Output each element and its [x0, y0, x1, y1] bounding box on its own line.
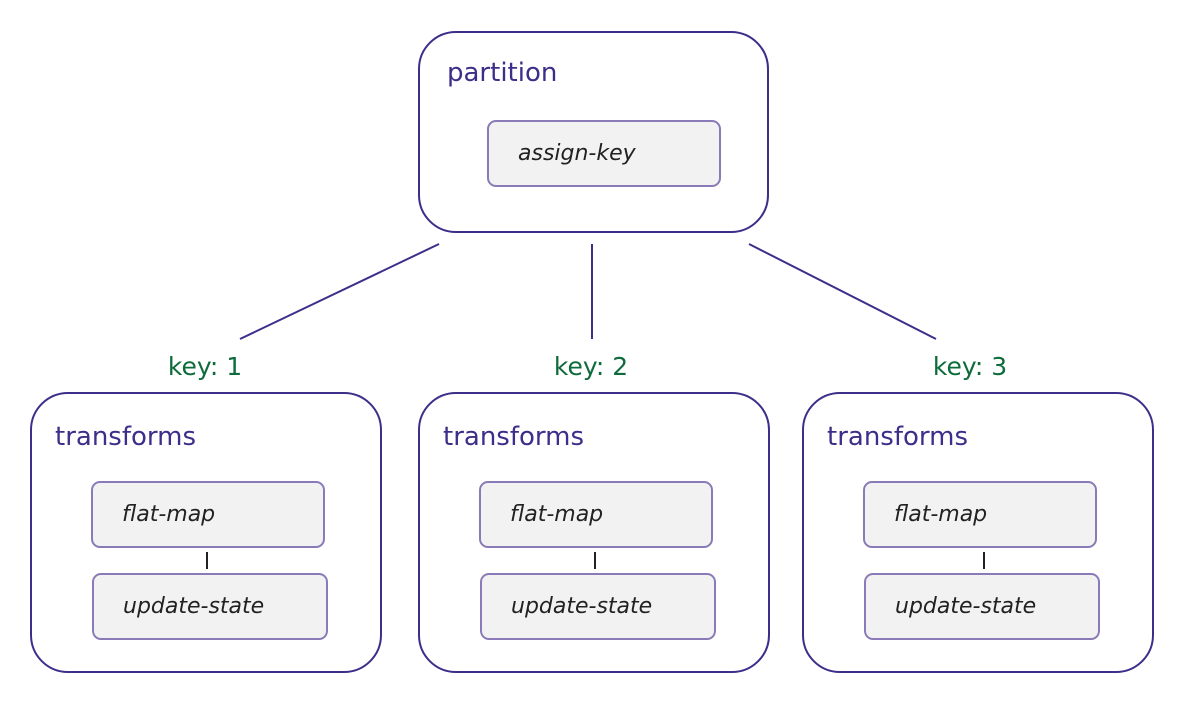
- step-link: [594, 552, 596, 569]
- update-state-step: update-state: [92, 573, 328, 640]
- transforms-title: transforms: [55, 422, 197, 452]
- assign-key-step: assign-key: [487, 120, 721, 187]
- key-label-3: key: 3: [932, 352, 1008, 381]
- step-link: [206, 552, 208, 569]
- transforms-box-2: transforms flat-map update-state: [418, 392, 770, 673]
- transforms-title: transforms: [443, 422, 585, 452]
- key-label-2: key: 2: [553, 352, 629, 381]
- connector-key-3: [748, 243, 937, 340]
- partition-box: partition assign-key: [418, 31, 769, 233]
- flat-map-step: flat-map: [91, 481, 325, 548]
- partition-title: partition: [447, 58, 558, 88]
- transforms-box-3: transforms flat-map update-state: [802, 392, 1154, 673]
- flat-map-step: flat-map: [479, 481, 713, 548]
- transforms-title: transforms: [827, 422, 969, 452]
- update-state-step: update-state: [864, 573, 1100, 640]
- step-link: [983, 552, 985, 569]
- update-state-step: update-state: [480, 573, 716, 640]
- connector-key-1: [239, 243, 440, 340]
- transforms-box-1: transforms flat-map update-state: [30, 392, 382, 673]
- flat-map-step: flat-map: [863, 481, 1097, 548]
- key-label-1: key: 1: [167, 352, 243, 381]
